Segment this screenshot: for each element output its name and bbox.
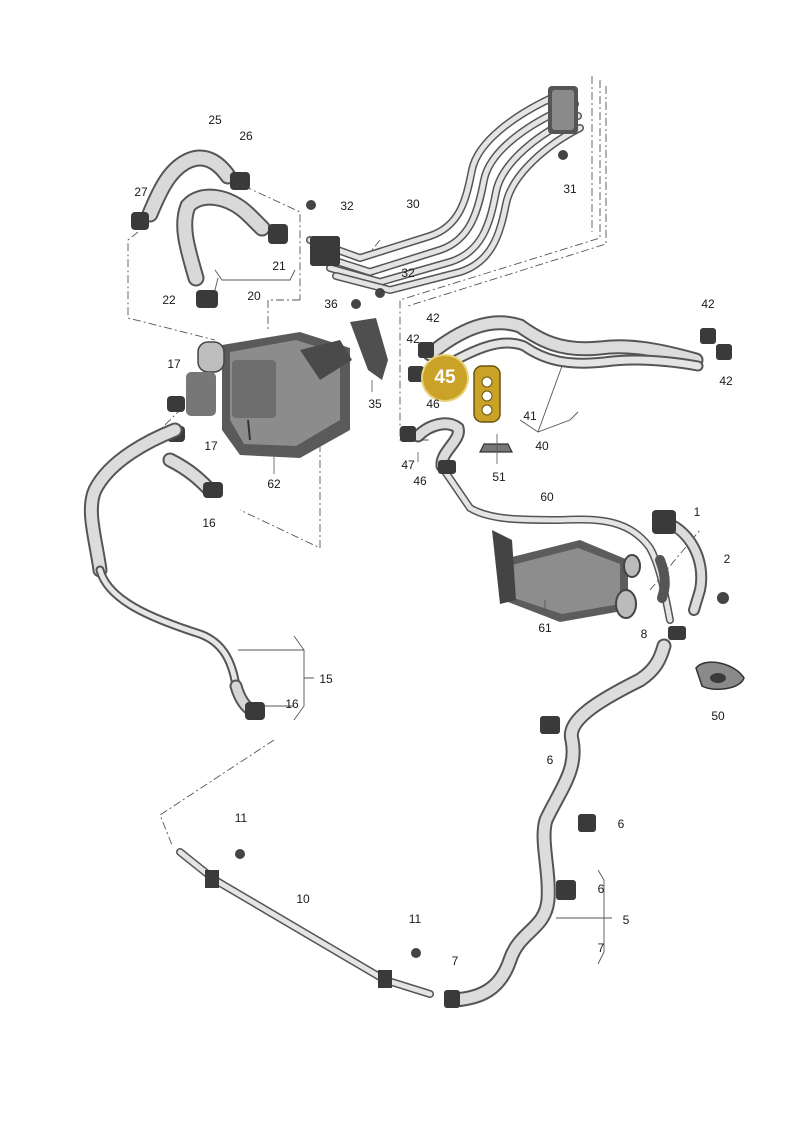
callout-21[interactable]: 21 (272, 259, 286, 273)
heater-hoses-upper (131, 149, 288, 308)
callout-16[interactable]: 16 (202, 516, 216, 530)
callout-40[interactable]: 40 (535, 439, 549, 453)
callout-27[interactable]: 27 (134, 185, 148, 199)
callout-20[interactable]: 20 (247, 289, 261, 303)
callout-7[interactable]: 7 (597, 941, 605, 955)
highlighted-part-45-marker[interactable]: 45 (423, 356, 467, 400)
callout-2[interactable]: 2 (723, 552, 731, 566)
callout-10[interactable]: 10 (296, 892, 310, 906)
callout-11[interactable]: 11 (234, 811, 248, 825)
callout-15[interactable]: 15 (319, 672, 333, 686)
callout-25[interactable]: 25 (208, 113, 222, 127)
coolant-lines-30 (306, 86, 584, 295)
callout-50[interactable]: 50 (711, 709, 725, 723)
callout-51[interactable]: 51 (492, 470, 506, 484)
coolant-pipe-5 (447, 638, 672, 1008)
callout-60[interactable]: 60 (540, 490, 554, 504)
clips-6 (444, 716, 596, 1008)
cooler-61 (492, 530, 641, 622)
callout-32[interactable]: 32 (401, 266, 415, 280)
callout-7[interactable]: 7 (451, 954, 459, 968)
callout-17[interactable]: 17 (204, 439, 218, 453)
callout-6[interactable]: 6 (546, 753, 554, 767)
callout-47[interactable]: 47 (401, 458, 415, 472)
callout-brackets (214, 269, 612, 965)
callout-1[interactable]: 1 (693, 505, 701, 519)
coolant-pipe-10 (176, 848, 434, 998)
callout-11[interactable]: 11 (408, 912, 422, 926)
coolant-hoses-40 (411, 315, 704, 473)
callout-8[interactable]: 8 (640, 627, 648, 641)
callout-41[interactable]: 41 (523, 409, 537, 423)
callout-35[interactable]: 35 (368, 397, 382, 411)
callout-42[interactable]: 42 (426, 311, 440, 325)
callout-32[interactable]: 32 (340, 199, 354, 213)
callout-17[interactable]: 17 (167, 357, 181, 371)
callout-5[interactable]: 5 (622, 913, 630, 927)
callout-42[interactable]: 42 (406, 332, 420, 346)
callout-62[interactable]: 62 (267, 477, 281, 491)
callout-16[interactable]: 16 (285, 697, 299, 711)
callout-36[interactable]: 36 (324, 297, 338, 311)
grommet-51 (479, 443, 513, 453)
gasket-41 (473, 365, 501, 423)
callout-42[interactable]: 42 (719, 374, 733, 388)
callout-31[interactable]: 31 (563, 182, 577, 196)
callout-6[interactable]: 6 (597, 882, 605, 896)
connector-1 (652, 510, 729, 640)
auxiliary-heater-62 (186, 318, 388, 458)
callout-46[interactable]: 46 (413, 474, 427, 488)
callout-30[interactable]: 30 (406, 197, 420, 211)
callout-26[interactable]: 26 (239, 129, 253, 143)
callout-42[interactable]: 42 (701, 297, 715, 311)
callout-61[interactable]: 61 (538, 621, 552, 635)
line-bracket (306, 86, 578, 309)
clamps-16 (203, 482, 265, 720)
heater-return-pipe (83, 422, 261, 719)
callout-22[interactable]: 22 (162, 293, 176, 307)
clamps-42 (400, 328, 732, 474)
callout-6[interactable]: 6 (617, 817, 625, 831)
leader-lines-solid (273, 380, 546, 612)
callout-46[interactable]: 46 (426, 397, 440, 411)
grommet-50 (695, 661, 745, 691)
